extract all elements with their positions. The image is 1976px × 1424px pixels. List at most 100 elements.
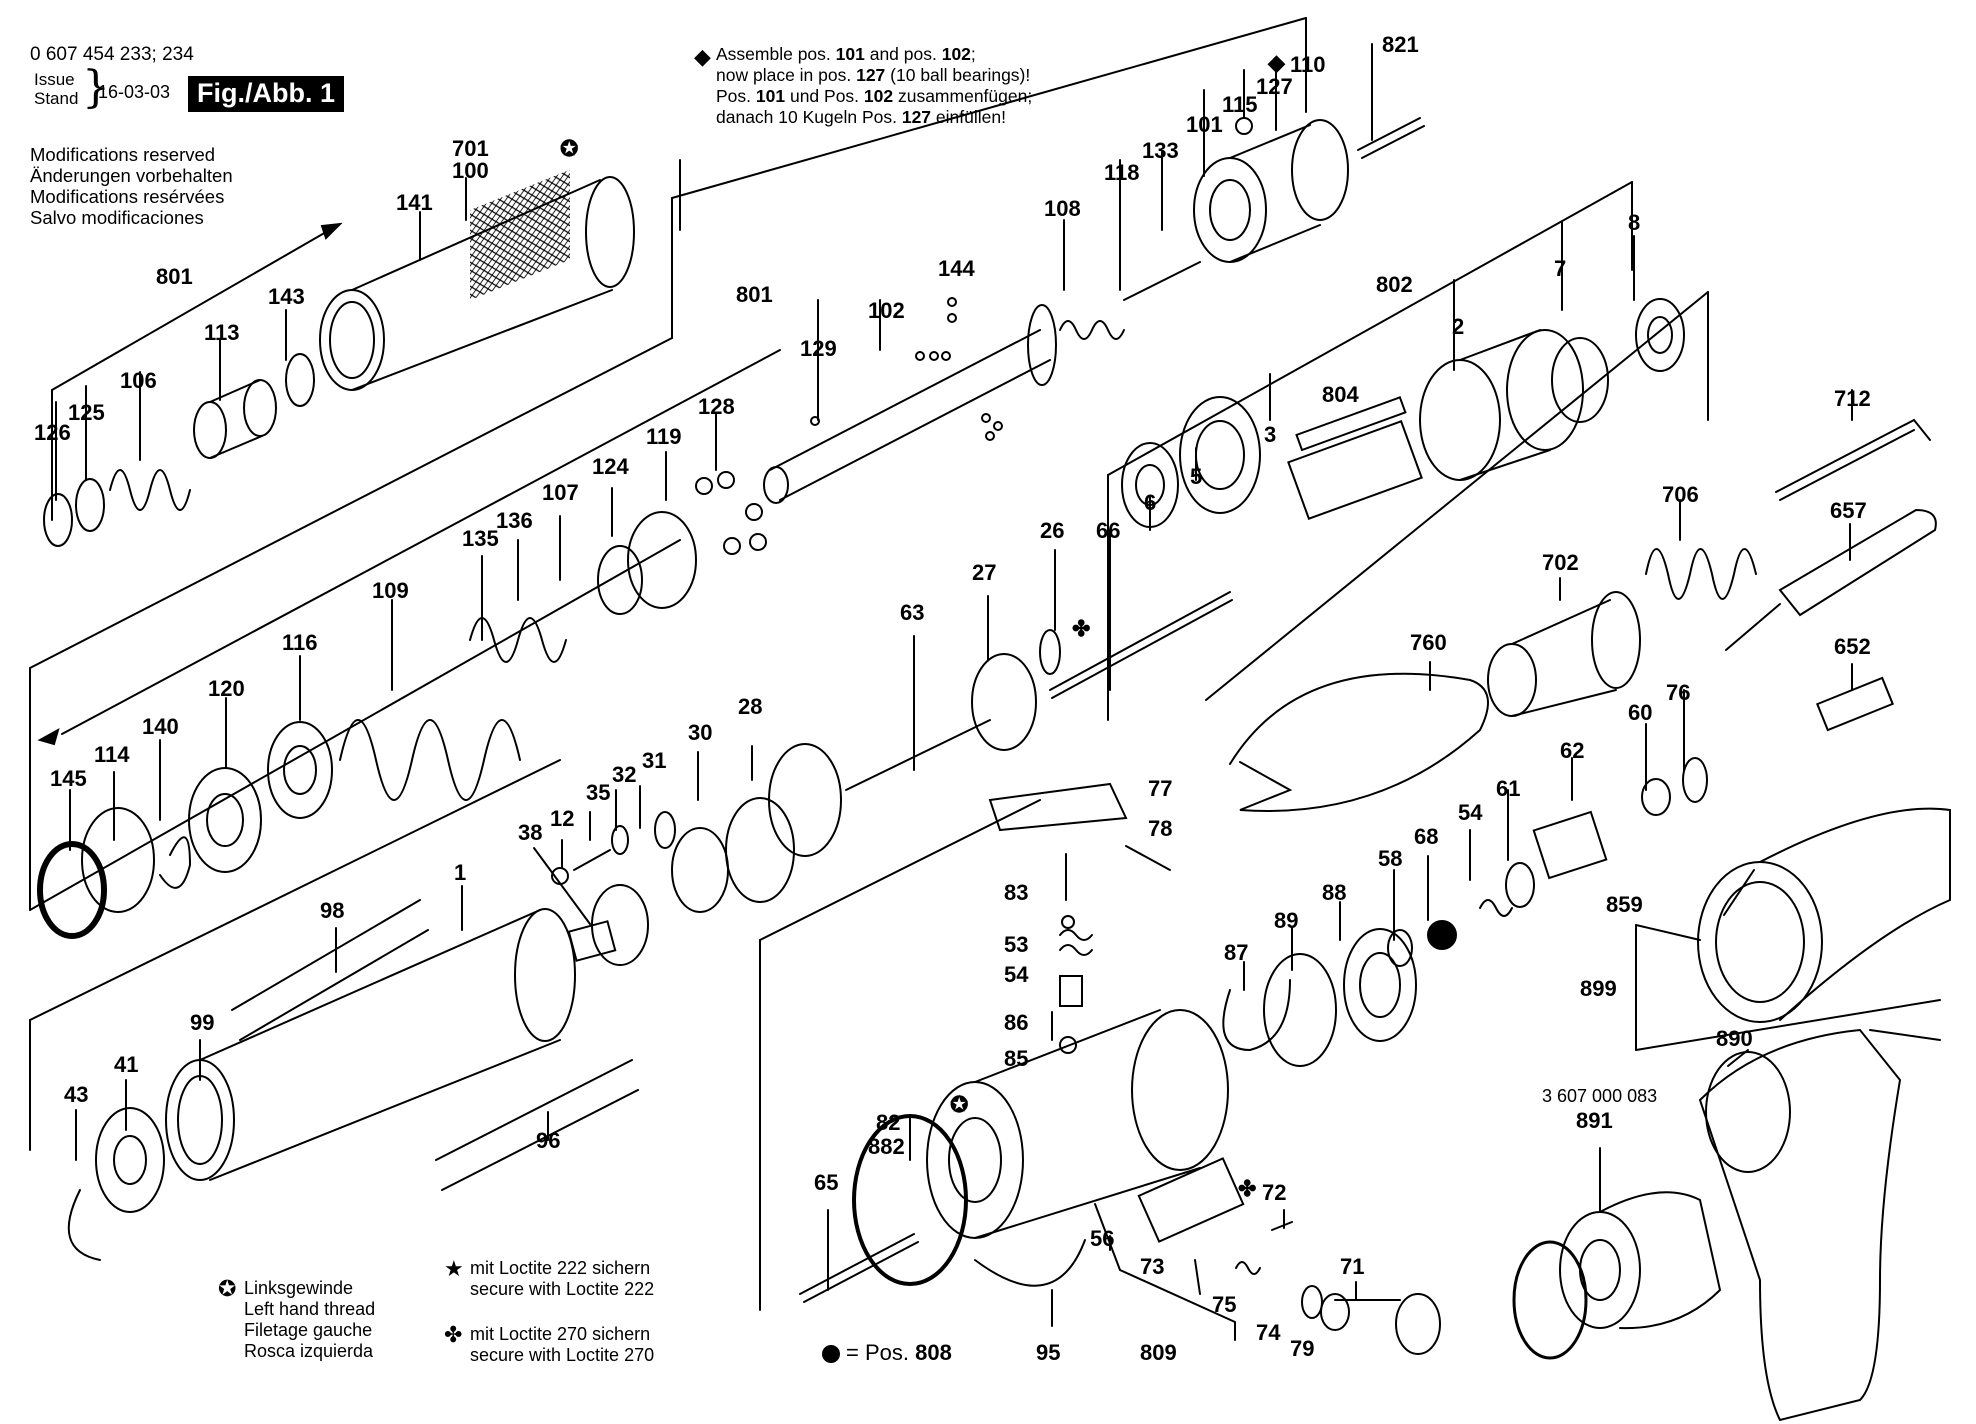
figure-label: Fig./Abb. 1: [188, 76, 344, 112]
hex-drive: [567, 920, 617, 962]
part-label: 1: [454, 860, 466, 885]
part-label: 821: [1382, 32, 1419, 57]
ball: [981, 413, 991, 423]
sleeve-end: [1487, 643, 1537, 717]
part-label: 71: [1340, 1254, 1364, 1279]
part-label: 78: [1148, 816, 1172, 841]
brace-glyph: }: [82, 62, 110, 113]
rod: [799, 1233, 915, 1295]
part-label: 82: [876, 1110, 900, 1135]
assembly-note: Assemble pos. 101 and pos. 102; now plac…: [716, 44, 1032, 128]
ball: [810, 416, 820, 426]
assembly-line-1: Assemble pos. 101 and pos. 102;: [716, 44, 976, 64]
ring: [1343, 928, 1417, 1042]
frame-line: [1635, 999, 1941, 1051]
screwdriver-handle: [1778, 508, 1937, 617]
stand-label: Stand: [34, 89, 79, 108]
o-ring-thick: [37, 841, 107, 939]
part-label: 86: [1004, 1010, 1028, 1035]
valve-ball: [1427, 920, 1457, 950]
clover-icon: ✤: [1072, 616, 1090, 641]
pin: [573, 849, 611, 871]
frame-line: [51, 223, 341, 391]
part-label: 706: [1662, 482, 1699, 507]
part-label: 100: [452, 158, 489, 183]
part-label: 12: [550, 806, 574, 831]
head-rear: [1291, 119, 1349, 221]
end-plate: [1179, 396, 1261, 514]
o-ring-small: [1059, 1036, 1077, 1054]
frame-line: [61, 349, 781, 735]
label-sleeve: [239, 929, 429, 1041]
gear-ring-bore: [206, 793, 244, 847]
housing-edge: [209, 1039, 561, 1181]
diamond-icon: ◆: [694, 44, 711, 69]
bearing-plate: [627, 511, 697, 609]
ring: [75, 478, 105, 532]
frame-line: [29, 539, 681, 911]
planet-carrier: [725, 797, 795, 903]
part-label: 30: [688, 720, 712, 745]
o-ring-small: [1061, 915, 1075, 929]
part-label: 98: [320, 898, 344, 923]
part-label: 58: [1378, 846, 1402, 871]
collar-bore: [283, 745, 317, 795]
head-edge: [1229, 124, 1311, 159]
part-label: 31: [642, 748, 666, 773]
mod-line: Modifications reserved: [30, 144, 216, 165]
guard: [974, 1239, 1086, 1287]
part-label: 859: [1606, 892, 1643, 917]
rod: [803, 1241, 919, 1303]
pin: [845, 719, 991, 791]
handle-bore: [329, 301, 375, 379]
frame-line: [759, 799, 1041, 941]
leader-line: [1727, 1049, 1749, 1067]
part-label: 136: [496, 508, 533, 533]
part-label: 809: [1140, 1340, 1177, 1365]
body-edge: [974, 1167, 1201, 1239]
housing-rear: [514, 908, 576, 1042]
part-label: 109: [372, 578, 409, 603]
spring: [469, 617, 567, 663]
trigger-lever: [988, 782, 1128, 832]
part-label: 702: [1542, 550, 1579, 575]
part-label: 38: [518, 820, 542, 845]
hex-key: [1775, 418, 1931, 493]
part-label: 101: [1186, 112, 1223, 137]
shaft-flange: [591, 884, 649, 966]
issue-date: 16-03-03: [98, 82, 171, 102]
left-hand-thread-legend: Linksgewinde Left hand thread Filetage g…: [244, 1278, 376, 1361]
part-label: 141: [396, 190, 433, 215]
ball: [695, 477, 713, 495]
sleeve-edge: [1511, 599, 1611, 645]
bullet-icon: [822, 1345, 840, 1364]
left-hand-thread-icon: ✪: [950, 1092, 969, 1117]
part-label: 804: [1322, 382, 1359, 407]
ring: [43, 493, 73, 547]
ball: [993, 421, 1003, 431]
part-label: 102: [868, 298, 905, 323]
part-label: 657: [1830, 498, 1867, 523]
part-label: 143: [268, 284, 305, 309]
gear: [768, 743, 842, 857]
o-ring: [285, 353, 315, 407]
ball: [723, 537, 741, 555]
housing-bore: [177, 1075, 223, 1165]
o-ring-large: [1512, 1240, 1588, 1360]
exhaust-hose: [1759, 807, 1951, 1021]
gear: [671, 827, 729, 913]
part-label: 113: [204, 320, 240, 345]
cylinder-edge: [1459, 329, 1541, 361]
part-label: 79: [1290, 1336, 1314, 1361]
knurled-grip: [470, 169, 570, 301]
part-label: 6: [1144, 490, 1156, 515]
part-label: 88: [1322, 880, 1346, 905]
part-label: 41: [114, 1052, 138, 1077]
ring: [597, 545, 643, 615]
part-label: 99: [190, 1010, 214, 1035]
pin: [1271, 1221, 1293, 1231]
reverse-valve: [1137, 1157, 1245, 1243]
sleeve-edge: [209, 435, 263, 459]
part-label: 802: [1376, 272, 1413, 297]
part-code: 3 607 000 083: [1542, 1086, 1658, 1106]
